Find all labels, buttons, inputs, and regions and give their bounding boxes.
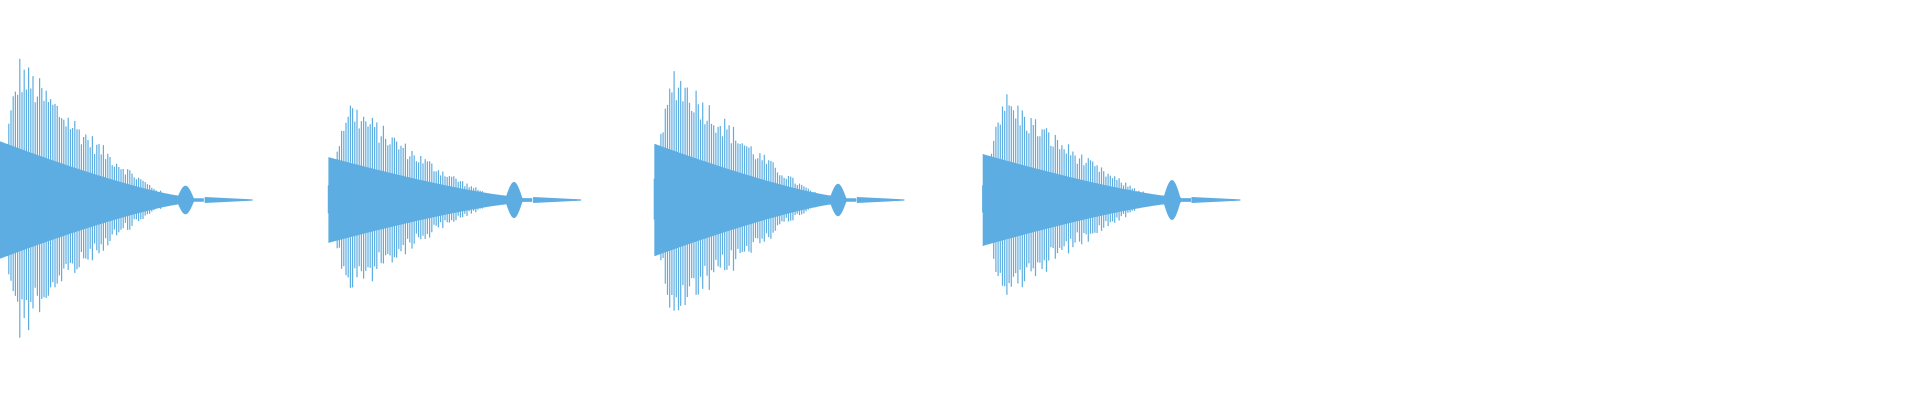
waveform-blip [1163,180,1192,220]
burst-3 [653,71,905,311]
waveform-blip [829,183,857,217]
burst-2 [327,105,582,288]
waveform-tail [204,197,253,203]
waveform-tail [856,197,905,203]
waveform-spikes [327,105,510,288]
waveform-spikes [982,94,1169,295]
waveform-spikes [653,71,834,311]
waveform-blip [176,185,204,215]
burst-4 [982,94,1241,295]
waveform-tail [1191,197,1241,203]
waveform-blip [505,181,533,219]
waveform-spikes [0,58,181,338]
waveform-tail [533,197,582,203]
waveform-bursts [0,58,1241,338]
burst-1 [0,58,253,338]
